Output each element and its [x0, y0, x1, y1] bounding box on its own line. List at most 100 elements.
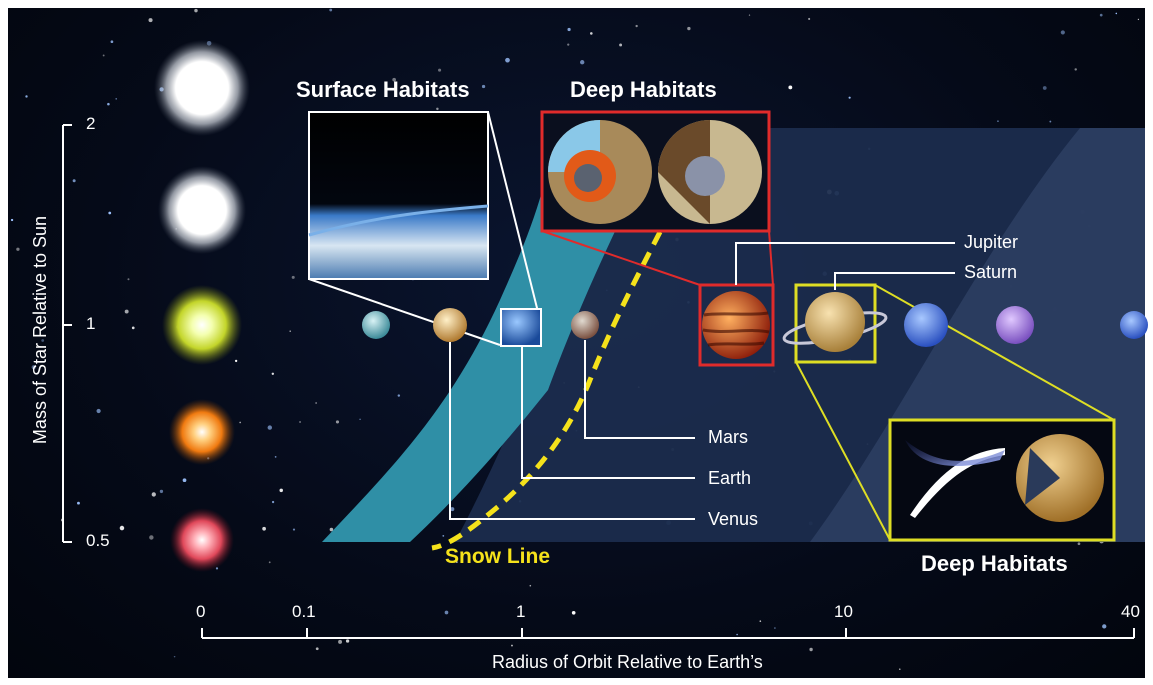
x-tick-label: 40 — [1121, 602, 1140, 621]
background-star — [338, 639, 343, 644]
planet-icon — [571, 311, 599, 339]
planet-icon — [702, 291, 770, 359]
background-star — [31, 365, 36, 370]
background-star — [898, 668, 901, 671]
background-star — [173, 655, 176, 658]
jupiter-label: Jupiter — [964, 232, 1019, 252]
surface-habitats-label: Surface Habitats — [296, 77, 470, 102]
background-star — [340, 91, 342, 94]
background-star — [687, 26, 691, 31]
background-star — [182, 478, 187, 483]
background-star — [567, 27, 571, 32]
background-star — [619, 43, 623, 47]
background-star — [444, 610, 449, 615]
background-star — [315, 402, 317, 404]
deep-habitats-yellow-callout — [782, 283, 1116, 542]
background-star — [748, 14, 751, 16]
background-star — [505, 57, 510, 63]
venus-label: Venus — [708, 509, 759, 529]
background-star — [102, 54, 105, 57]
background-star — [271, 372, 275, 375]
background-star — [397, 394, 401, 397]
background-star — [455, 561, 458, 564]
deep-habitats-bottom-label: Deep Habitats — [921, 551, 1068, 576]
background-star — [127, 278, 130, 281]
background-star — [1077, 542, 1081, 546]
background-star — [159, 489, 164, 494]
background-star — [1115, 12, 1118, 15]
x-tick-label: 10 — [834, 602, 853, 621]
background-star — [359, 418, 361, 421]
background-star — [289, 330, 291, 332]
y-tick-label: 1 — [86, 314, 96, 333]
planet-icon — [805, 292, 865, 352]
x-axis-title: Radius of Orbit Relative to Earth’s — [492, 652, 763, 672]
background-star — [119, 525, 125, 531]
background-star — [291, 275, 295, 279]
background-star — [848, 96, 851, 99]
planet-icon — [904, 303, 948, 347]
earth-label: Earth — [708, 468, 752, 488]
x-tick-label: 0.1 — [292, 602, 316, 621]
background-star — [194, 8, 198, 13]
background-star — [335, 420, 340, 424]
x-tick-label: 1 — [516, 602, 526, 621]
background-star — [590, 32, 593, 35]
background-star — [16, 247, 20, 251]
y-axis-title: Mass of Star Relative to Sun — [30, 215, 50, 445]
background-star — [110, 40, 114, 44]
background-star — [773, 627, 776, 629]
background-star — [699, 88, 702, 91]
background-star — [292, 528, 296, 531]
background-star — [234, 359, 238, 363]
background-star — [567, 43, 570, 46]
planet-icon — [996, 306, 1034, 344]
background-star — [438, 68, 442, 72]
y-tick-label: 0.5 — [86, 531, 110, 550]
background-star — [267, 425, 272, 430]
background-star — [315, 647, 319, 651]
background-star — [268, 561, 271, 564]
planet-icon — [433, 308, 467, 342]
y-axis — [62, 124, 72, 543]
background-star — [10, 218, 14, 222]
background-star — [1137, 18, 1140, 21]
background-star — [77, 501, 80, 505]
background-star — [72, 179, 76, 183]
background-star — [108, 211, 112, 215]
x-tick-label: 0 — [196, 602, 206, 621]
star-icon — [162, 285, 242, 365]
background-star — [262, 526, 266, 531]
background-star — [392, 77, 396, 82]
deep-habitats-red-callout — [540, 110, 775, 367]
background-star — [151, 492, 156, 497]
background-star — [571, 610, 576, 615]
background-star — [345, 639, 350, 643]
background-star — [529, 584, 532, 587]
background-star — [274, 455, 277, 458]
planet-icon — [1120, 311, 1148, 339]
star-icon — [170, 508, 234, 572]
star-icon — [154, 40, 250, 136]
background-star — [481, 84, 486, 89]
mars-label: Mars — [708, 427, 748, 447]
background-star — [450, 507, 455, 512]
background-star — [148, 18, 153, 23]
background-star — [124, 309, 129, 314]
snow-line — [431, 230, 663, 551]
background-star — [809, 647, 813, 652]
x-axis — [201, 628, 1135, 639]
background-star — [997, 120, 999, 122]
star-icon — [158, 166, 246, 254]
background-star — [1099, 13, 1103, 17]
background-star — [96, 408, 101, 414]
background-star — [107, 102, 110, 106]
background-star — [511, 644, 513, 647]
planet-icon — [362, 311, 390, 339]
background-star — [131, 326, 135, 330]
background-star — [759, 620, 762, 622]
background-star — [788, 85, 793, 90]
background-star — [1042, 86, 1047, 90]
